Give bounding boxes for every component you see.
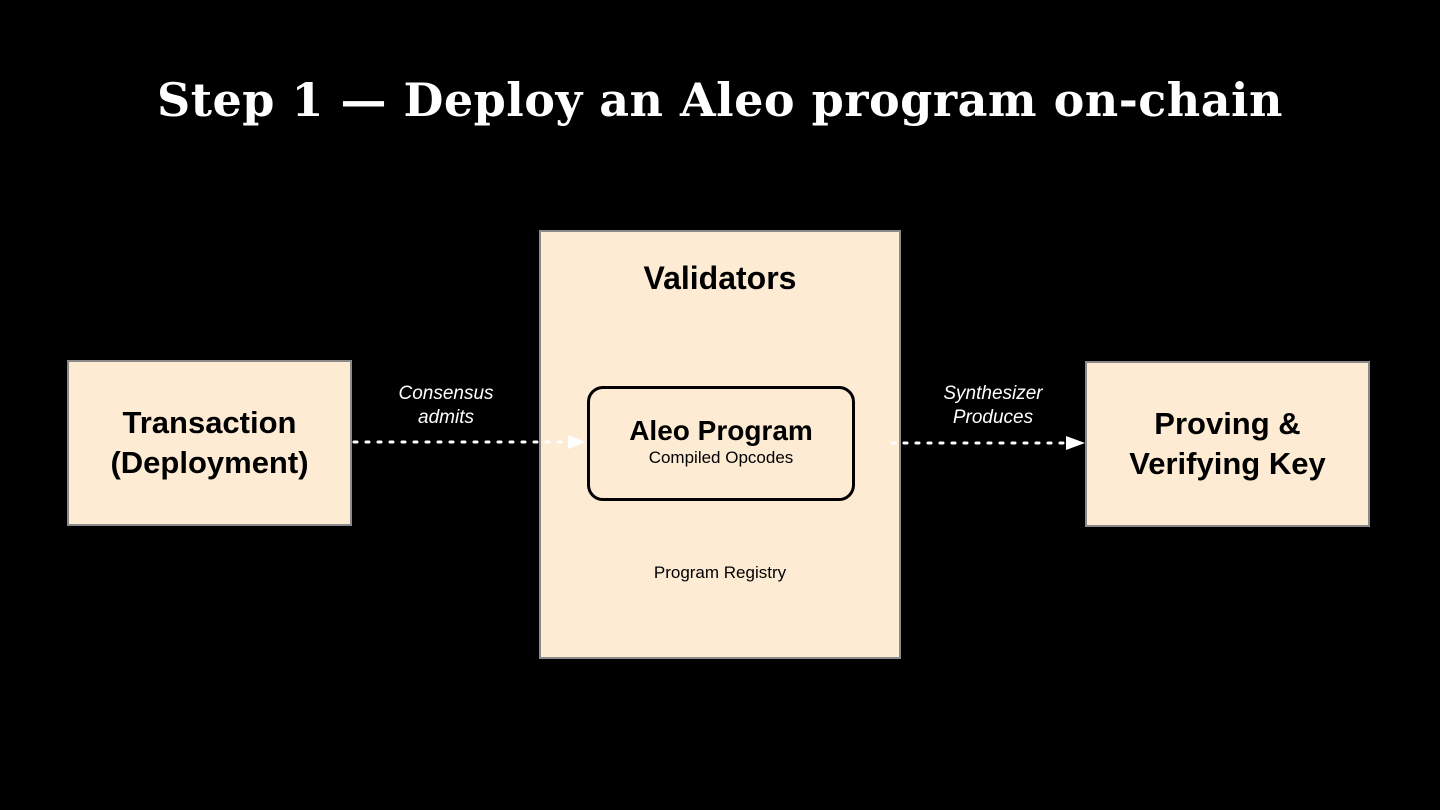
transaction-box: Transaction (Deployment) (67, 360, 352, 526)
consensus-label-line1: Consensus (398, 383, 494, 404)
keys-label-line2: Verifying Key (1129, 446, 1326, 481)
aleo-program-subtitle: Compiled Opcodes (648, 447, 794, 467)
program-registry-label: Program Registry (653, 563, 787, 582)
validators-box: Validators Aleo Program Compiled Opcodes… (539, 230, 901, 659)
consensus-arrow (352, 435, 586, 449)
synthesizer-edge-label: Synthesizer Produces (913, 382, 1073, 430)
synthesizer-arrowhead-icon (1066, 436, 1085, 450)
aleo-program-box: Aleo Program Compiled Opcodes (587, 386, 855, 501)
proving-verifying-key-box: Proving & Verifying Key (1085, 361, 1370, 527)
consensus-label-line2: admits (418, 407, 474, 428)
synthesizer-label-line1: Synthesizer (943, 383, 1043, 404)
synthesizer-label-line2: Produces (952, 407, 1034, 428)
synthesizer-arrow (890, 436, 1085, 450)
transaction-label-line1: Transaction (122, 405, 297, 440)
slide-title: Step 1 — Deploy an Aleo program on-chain (157, 73, 1283, 127)
aleo-program-title: Aleo Program (629, 414, 813, 446)
consensus-edge-label: Consensus admits (366, 382, 526, 430)
validators-title: Validators (643, 260, 797, 296)
transaction-label-line2: (Deployment) (110, 445, 309, 480)
consensus-arrowhead-icon (568, 435, 586, 449)
keys-label-line1: Proving & (1154, 406, 1301, 441)
